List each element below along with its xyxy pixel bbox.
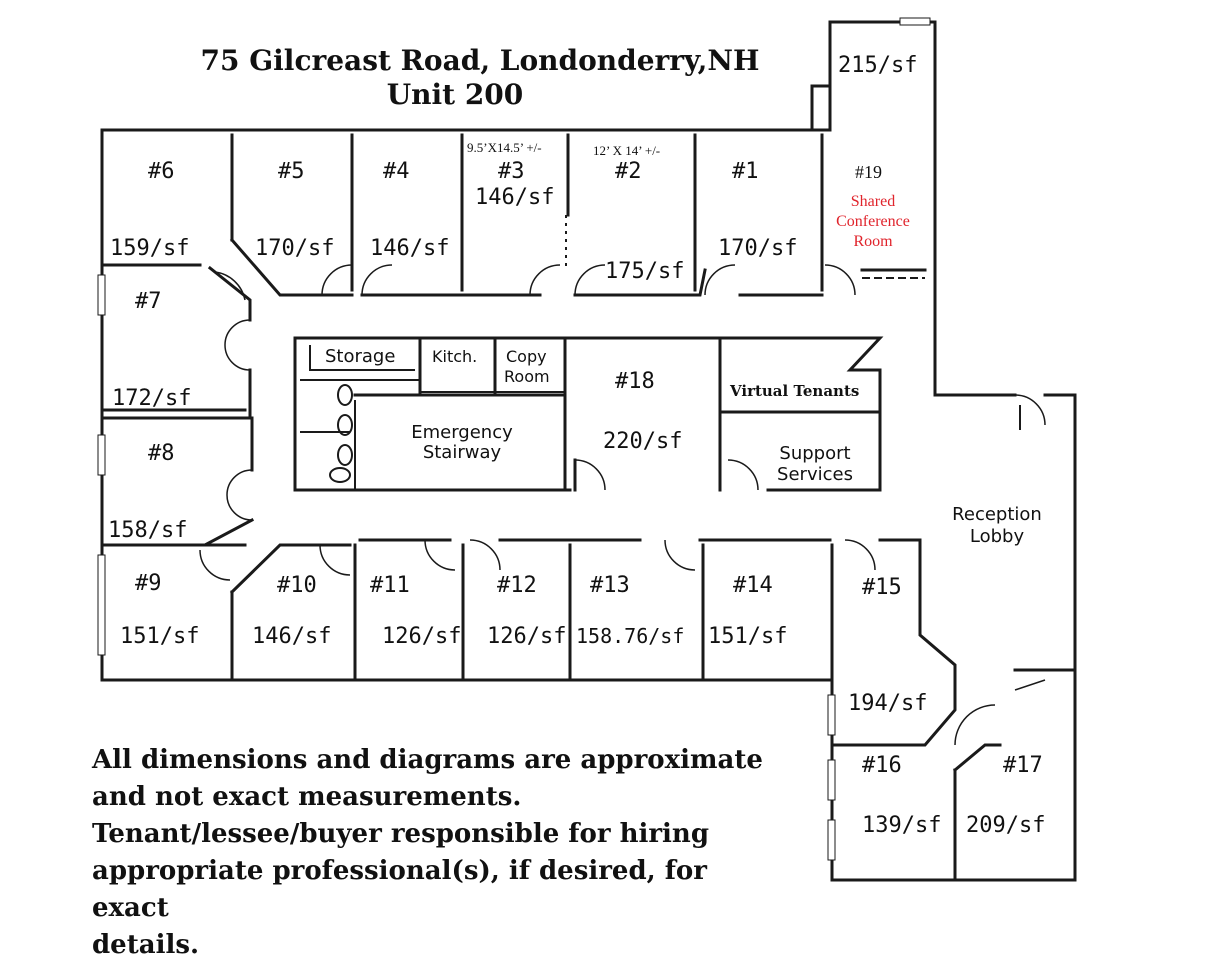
room-8-number: #8 [148,441,175,466]
unit-title: Unit 200 [387,78,524,111]
room-13-area: 158.76/sf [576,624,684,648]
room-18-area: 220/sf [603,429,682,454]
room-2-dimensions: 12’ X 14’ +/- [593,143,660,158]
room-16-area: 139/sf [862,813,941,838]
room-17-area: 209/sf [966,813,1045,838]
door-swings [199,264,1046,746]
reception-lobby-label-line1: Reception [952,504,1042,525]
room-12-number: #12 [497,573,537,598]
room-1-area: 170/sf [718,236,797,261]
room-6-area: 159/sf [110,236,189,261]
core-labels: Storage Kitch. Copy Room Emergency Stair… [325,346,1042,547]
room-7-area: 172/sf [112,386,191,411]
room-2-area: 175/sf [605,259,684,284]
room-19-note-line3: Room [853,233,893,250]
room-19-note-line2: Conference [836,213,910,230]
room-19-note-line1: Shared [851,193,895,210]
room-2-number: #2 [615,159,642,184]
stairway-label-line2: Stairway [423,442,502,463]
disclaimer-line: appropriate professional(s), if desired,… [92,856,707,923]
room-14-number: #14 [733,573,773,598]
room-9-number: #9 [135,571,162,596]
room-3-number: #3 [498,159,525,184]
room-4-number: #4 [383,159,410,184]
room-5-number: #5 [278,159,305,184]
room-15-area: 194/sf [848,691,927,716]
disclaimer-line: Tenant/lessee/buyer responsible for hiri… [92,819,710,849]
kitchen-label: Kitch. [432,347,477,366]
room-14-area: 151/sf [708,624,787,649]
room-8-area: 158/sf [108,518,187,543]
disclaimer-line: details. [92,930,200,960]
room-16-number: #16 [862,753,902,778]
room-10-number: #10 [277,573,317,598]
support-services-label-line1: Support [779,443,850,464]
storage-label: Storage [325,346,395,367]
room-11-area: 126/sf [382,624,461,649]
copy-room-label-line1: Copy [506,347,547,366]
room-5-area: 170/sf [255,236,334,261]
virtual-tenants-label: Virtual Tenants [729,382,859,400]
copy-room-label-line2: Room [504,367,550,386]
room-12-area: 126/sf [487,624,566,649]
room-13-number: #13 [590,573,630,598]
disclaimer-line: and not exact measurements. [92,782,522,812]
room-15-number: #15 [862,575,902,600]
restroom-fixtures [329,384,353,483]
stairway-label-line1: Emergency [411,422,513,443]
reception-lobby-label-line2: Lobby [970,526,1025,547]
address-title: 75 Gilcreast Road, Londonderry,NH [201,44,760,77]
room-6-number: #6 [148,159,175,184]
disclaimer-line: All dimensions and diagrams are approxim… [92,745,763,775]
room-17-number: #17 [1003,753,1043,778]
room-18-number: #18 [615,369,655,394]
room-10-area: 146/sf [252,624,331,649]
disclaimer-note: All dimensions and diagrams are approxim… [92,742,792,964]
windows [97,17,931,861]
room-19-number: #19 [855,162,882,182]
room-11-number: #11 [370,573,410,598]
room-3-dimensions: 9.5’X14.5’ +/- [467,140,542,155]
room-labels: #6 159/sf #5 170/sf #4 146/sf 9.5’X14.5’… [108,53,1045,838]
building-walls [100,20,1077,882]
room-9-area: 151/sf [120,624,199,649]
room-3-area: 146/sf [475,185,554,210]
room-7-number: #7 [135,289,162,314]
room-4-area: 146/sf [370,236,449,261]
support-services-label-line2: Services [777,464,853,485]
room-1-number: #1 [732,159,759,184]
room-19-area: 215/sf [838,53,917,78]
